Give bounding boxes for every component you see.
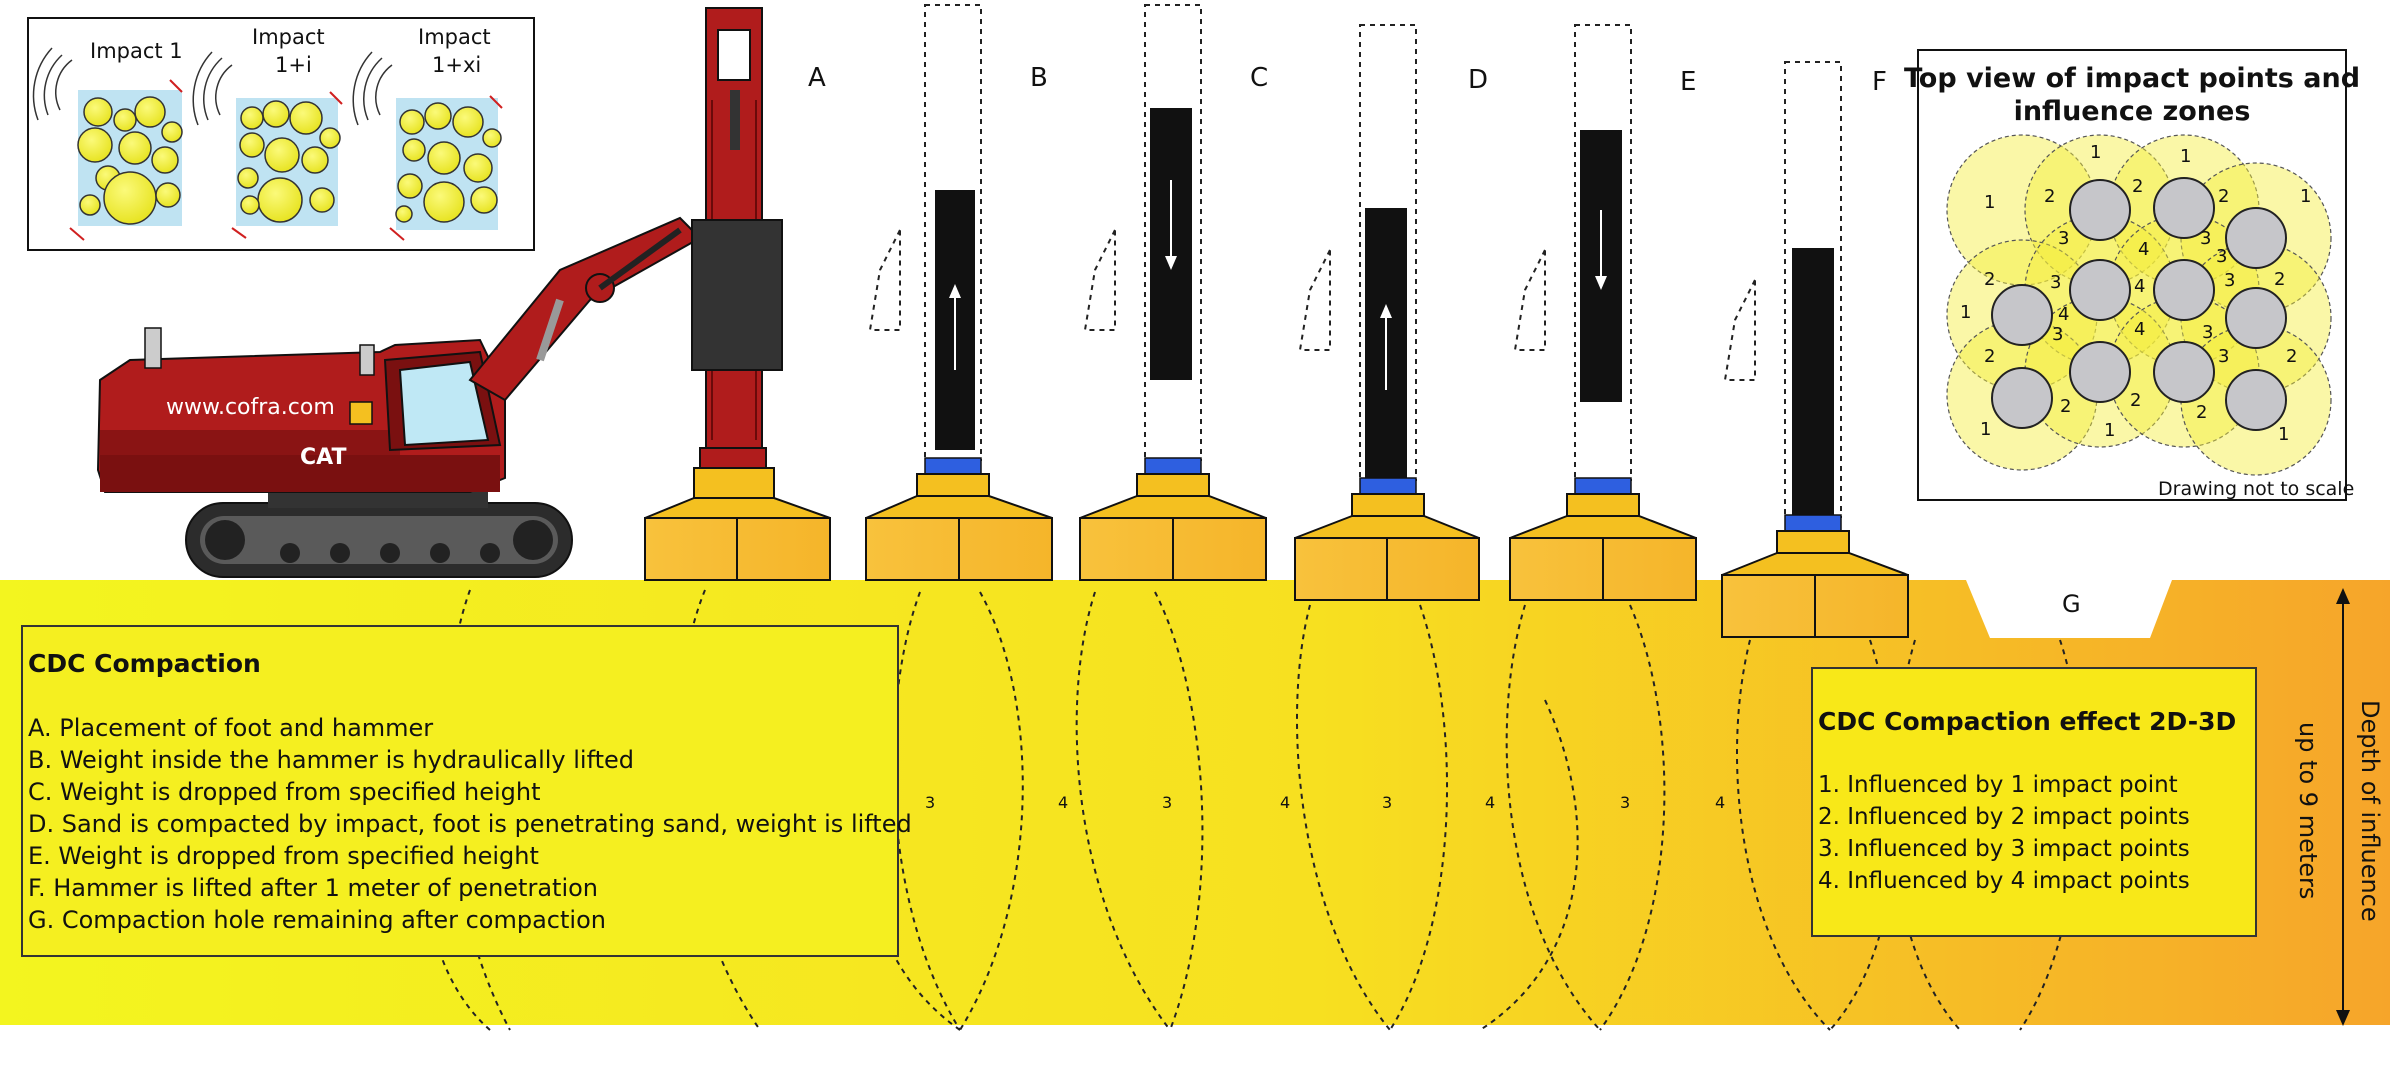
zone-number: 2	[2044, 186, 2055, 207]
stage-d-hammer	[1294, 24, 1480, 601]
cdc-compaction-box: CDC Compaction A. Placement of foot and …	[21, 625, 912, 957]
zone-number: 3	[2050, 272, 2061, 293]
stage-label-b: B	[1030, 63, 1048, 93]
impacts-inset: Impact 1 Impact 1+i Impact 1+xi	[27, 17, 535, 251]
cdc-step: C. Weight is dropped from specified heig…	[28, 778, 541, 806]
cdc-effect-item: 1. Influenced by 1 impact point	[1818, 772, 2178, 798]
stage-b-hammer	[865, 4, 1053, 581]
influence-number: 3	[1162, 793, 1172, 812]
impact-label: 1+i	[275, 53, 312, 77]
zone-number: 1	[2104, 420, 2115, 441]
cdc-effect-box: CDC Compaction effect 2D-3D 1. Influence…	[1811, 667, 2257, 937]
stage-labels: A B C D E F	[808, 63, 1887, 97]
zone-number: 3	[2200, 228, 2211, 249]
zone-number: 2	[2132, 176, 2143, 197]
influence-number: 3	[1620, 793, 1630, 812]
cdc-step: G. Compaction hole remaining after compa…	[28, 906, 606, 934]
cdc-step: B. Weight inside the hammer is hydraulic…	[28, 746, 634, 774]
website-text: www.cofra.com	[166, 395, 335, 420]
zone-number: 4	[2058, 304, 2069, 325]
cdc-step: F. Hammer is lifted after 1 meter of pen…	[28, 874, 598, 902]
cdc-compaction-title: CDC Compaction	[28, 649, 261, 678]
impact-label: 1+xi	[432, 53, 481, 77]
stage-label-e: E	[1680, 67, 1696, 97]
cdc-step: A. Placement of foot and hammer	[28, 714, 433, 742]
stage-label-c: C	[1250, 63, 1268, 93]
cdc-effect-title: CDC Compaction effect 2D-3D	[1818, 707, 2236, 736]
cdc-effect-item: 2. Influenced by 2 impact points	[1818, 804, 2190, 830]
hole-label: G	[2062, 590, 2081, 618]
impact-label: Impact	[252, 25, 325, 49]
zone-number: 3	[2218, 346, 2229, 367]
top-view-note: Drawing not to scale	[2158, 478, 2354, 500]
top-view-panel: Top view of impact points and influence …	[1904, 49, 2360, 501]
top-view-title-line1: Top view of impact points and	[1904, 63, 2360, 94]
zone-number: 3	[2052, 324, 2063, 345]
cdc-effect-item: 3. Influenced by 3 impact points	[1818, 836, 2190, 862]
influence-numbers: 3 4 3 4 3 4 3 4	[925, 793, 1725, 812]
zone-number: 2	[1984, 269, 1995, 290]
zone-number: 1	[1980, 419, 1991, 440]
stage-a-hammer	[644, 7, 831, 581]
brand-text: CAT	[300, 445, 346, 470]
zone-number: 1	[2278, 424, 2289, 445]
zone-number: 4	[2134, 319, 2145, 340]
stage-label-a: A	[808, 63, 826, 93]
top-view-title-line2: influence zones	[2014, 96, 2251, 127]
zone-number: 1	[2090, 142, 2101, 163]
stage-f-hammer	[1721, 61, 1909, 638]
depth-indicator: Depth of influence up to 9 meters	[2294, 588, 2384, 1026]
zone-number: 2	[2130, 390, 2141, 411]
zone-number: 1	[2300, 186, 2311, 207]
impact-label: Impact 1	[90, 39, 183, 63]
zone-number: 3	[2224, 270, 2235, 291]
impact-label: Impact	[418, 25, 491, 49]
influence-number: 4	[1715, 793, 1725, 812]
stage-label-d: D	[1468, 65, 1488, 95]
cdc-step: D. Sand is compacted by impact, foot is …	[28, 810, 912, 838]
stage-label-f: F	[1872, 67, 1887, 97]
influence-number: 4	[1485, 793, 1495, 812]
zone-number: 2	[2196, 402, 2207, 423]
crawler-machine: www.cofra.com CAT	[96, 216, 702, 578]
influence-number: 4	[1280, 793, 1290, 812]
zone-number: 2	[2060, 396, 2071, 417]
zone-number: 2	[1984, 346, 1995, 367]
depth-label: Depth of influence	[2356, 700, 2384, 922]
zone-number: 3	[2058, 228, 2069, 249]
zone-number: 4	[2134, 276, 2145, 297]
cdc-effect-item: 4. Influenced by 4 impact points	[1818, 868, 2190, 894]
zone-number: 3	[2202, 322, 2213, 343]
zone-number: 4	[2138, 239, 2149, 260]
zone-number: 3	[2216, 246, 2227, 267]
zone-number: 1	[1960, 302, 1971, 323]
zone-number: 1	[2180, 146, 2191, 167]
stage-e-hammer	[1509, 24, 1697, 601]
stage-c-hammer	[1079, 4, 1267, 581]
influence-number: 3	[1382, 793, 1392, 812]
depth-value: up to 9 meters	[2294, 722, 2322, 899]
zone-number: 2	[2218, 186, 2229, 207]
influence-number: 3	[925, 793, 935, 812]
zone-number: 2	[2274, 269, 2285, 290]
cdc-step: E. Weight is dropped from specified heig…	[28, 842, 539, 870]
influence-number: 4	[1058, 793, 1068, 812]
zone-number: 1	[1984, 192, 1995, 213]
zone-number: 2	[2286, 346, 2297, 367]
